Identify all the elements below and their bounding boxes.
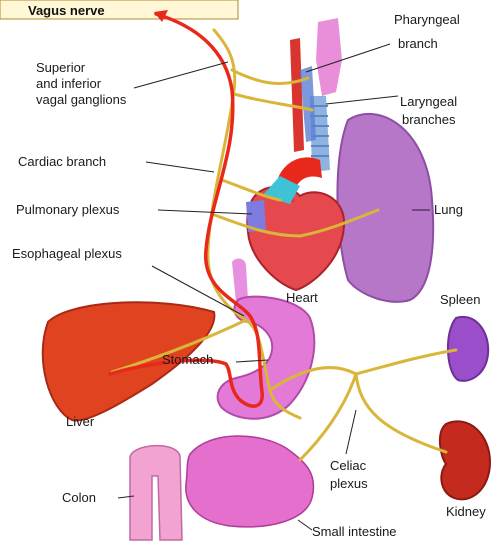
label-pharyngeal-2: branch bbox=[398, 36, 438, 51]
label-lung: Lung bbox=[434, 202, 463, 217]
label-colon: Colon bbox=[62, 490, 96, 505]
lung bbox=[337, 114, 433, 302]
label-ganglia-3: vagal ganglions bbox=[36, 92, 127, 107]
carotid-artery bbox=[290, 38, 304, 152]
label-ganglia-2: and inferior bbox=[36, 76, 102, 91]
label-laryngeal-2: branches bbox=[402, 112, 456, 127]
label-celiac-1: Celiac bbox=[330, 458, 367, 473]
kidney bbox=[440, 421, 490, 499]
label-spleen: Spleen bbox=[440, 292, 480, 307]
label-kidney: Kidney bbox=[446, 504, 486, 519]
label-celiac-2: plexus bbox=[330, 476, 368, 491]
pharynx bbox=[316, 18, 342, 96]
colon bbox=[130, 446, 182, 540]
label-cardiac-branch: Cardiac branch bbox=[18, 154, 106, 169]
title-vagus-nerve: Vagus nerve bbox=[28, 3, 105, 18]
stomach bbox=[218, 297, 315, 419]
label-stomach: Stomach bbox=[162, 352, 213, 367]
label-laryngeal-1: Laryngeal bbox=[400, 94, 457, 109]
label-heart: Heart bbox=[286, 290, 318, 305]
label-pulmonary-plexus: Pulmonary plexus bbox=[16, 202, 120, 217]
label-ganglia-1: Superior bbox=[36, 60, 86, 75]
small-intestine bbox=[186, 436, 314, 527]
label-small-intestine: Small intestine bbox=[312, 524, 397, 539]
label-liver: Liver bbox=[66, 414, 95, 429]
esophagus bbox=[232, 259, 248, 302]
label-esophageal-plexus: Esophageal plexus bbox=[12, 246, 122, 261]
label-pharyngeal-1: Pharyngeal bbox=[394, 12, 460, 27]
